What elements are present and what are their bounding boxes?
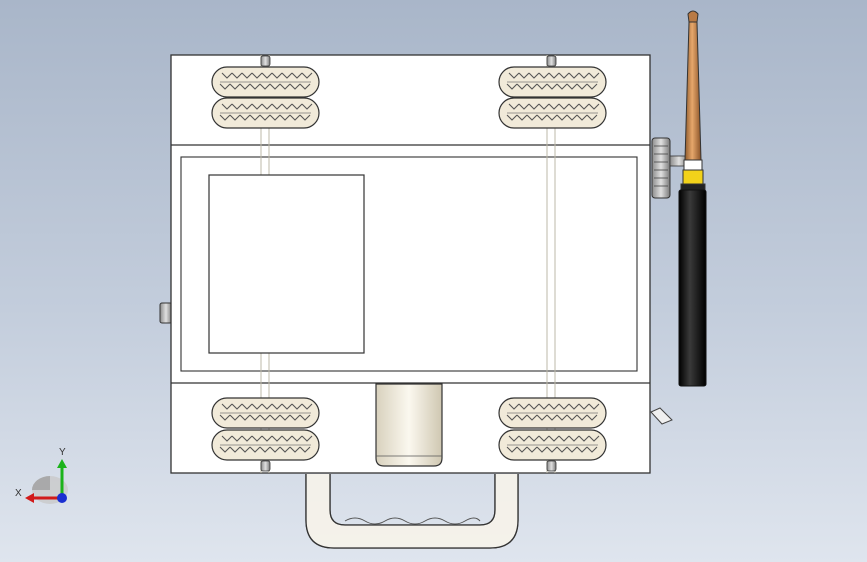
side-knob <box>159 302 173 324</box>
wheel-top-right <box>498 66 607 129</box>
carry-handle <box>305 474 519 549</box>
y-axis-label: Y <box>59 447 66 458</box>
x-axis-label: X <box>15 488 22 499</box>
bottom-cylinder <box>375 383 443 467</box>
axle-bolts <box>260 55 557 472</box>
coordinate-triad: Y X <box>15 447 68 504</box>
torch-hose <box>650 10 707 425</box>
display-window <box>208 174 365 354</box>
wheel-top-left <box>211 66 320 129</box>
